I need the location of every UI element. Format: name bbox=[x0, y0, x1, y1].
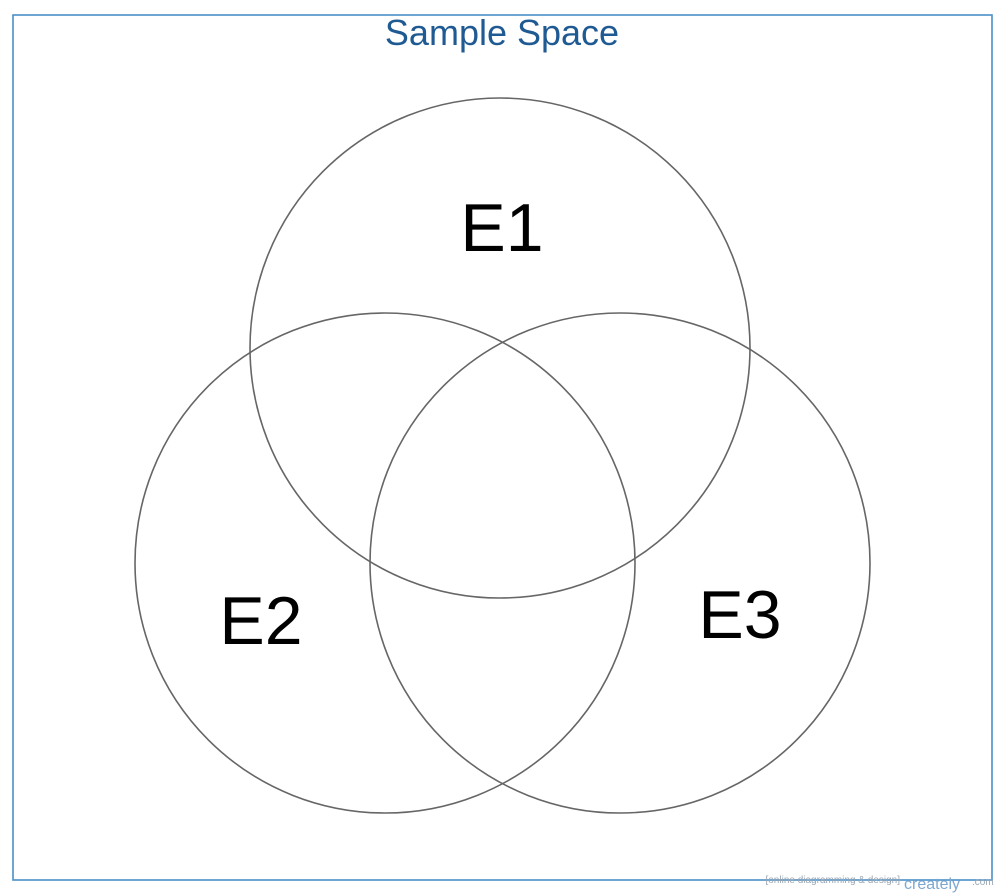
set-e1-label: E1 bbox=[460, 190, 543, 266]
set-e1-circle bbox=[249, 97, 751, 599]
creately-watermark: [online diagramming & design] creately .… bbox=[765, 875, 993, 893]
watermark-logo: creately bbox=[904, 876, 960, 893]
watermark-domain: .com bbox=[972, 877, 994, 888]
sample-space-title: Sample Space bbox=[385, 12, 619, 53]
set-e3-circle bbox=[369, 312, 871, 814]
sample-space-frame bbox=[12, 14, 993, 881]
set-e3-label: E3 bbox=[698, 577, 781, 653]
set-e2-circle bbox=[134, 312, 636, 814]
set-e2-label: E2 bbox=[219, 583, 302, 659]
watermark-tagline: [online diagramming & design] bbox=[765, 875, 900, 886]
